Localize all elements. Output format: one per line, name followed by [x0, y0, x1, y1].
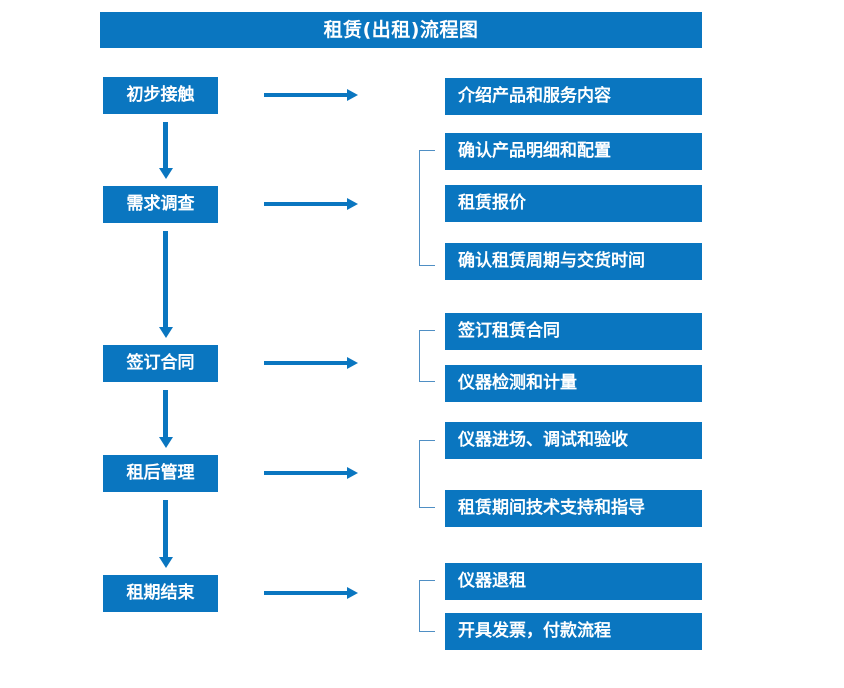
arrow-shaft [163, 390, 168, 437]
arrow-shaft [264, 202, 348, 206]
arrow-shaft [264, 471, 348, 475]
arrow-shaft [163, 500, 168, 557]
flow-arrow-right-2 [264, 197, 358, 211]
flow-arrow-down-1 [159, 122, 173, 179]
detail-node-4-label: 确认租赁周期与交货时间 [458, 251, 645, 271]
detail-node-8[interactable]: 租赁期间技术支持和指导 [445, 490, 702, 527]
detail-node-7-label: 仪器进场、调试和验收 [458, 430, 628, 450]
detail-node-3[interactable]: 租赁报价 [445, 185, 702, 222]
flow-arrow-right-5 [264, 586, 358, 600]
stage-node-5[interactable]: 租期结束 [103, 575, 218, 612]
arrow-shaft [264, 93, 348, 97]
arrow-shaft [163, 122, 168, 168]
detail-node-1[interactable]: 介绍产品和服务内容 [445, 78, 702, 115]
arrow-shaft [163, 231, 168, 327]
detail-node-6-label: 仪器检测和计量 [458, 373, 577, 393]
stage-node-2[interactable]: 需求调查 [103, 186, 218, 223]
group-bracket-3 [419, 330, 435, 382]
arrow-head-right-icon [347, 587, 358, 599]
stage-node-1[interactable]: 初步接触 [103, 77, 218, 114]
detail-node-5[interactable]: 签订租赁合同 [445, 313, 702, 350]
flow-arrow-down-3 [159, 390, 173, 448]
diagram-title: 租赁(出租)流程图 [323, 18, 479, 41]
arrow-shaft [264, 591, 348, 595]
stage-node-2-label: 需求调查 [126, 194, 195, 214]
group-bracket-4 [419, 440, 435, 508]
arrow-head-right-icon [347, 357, 358, 369]
detail-node-10[interactable]: 开具发票，付款流程 [445, 613, 702, 650]
detail-node-5-label: 签订租赁合同 [458, 321, 560, 341]
group-bracket-2 [419, 150, 435, 266]
flow-arrow-down-2 [159, 231, 173, 338]
stage-node-4[interactable]: 租后管理 [103, 455, 218, 492]
stage-node-4-label: 租后管理 [126, 463, 195, 483]
arrow-head-down-icon [159, 437, 173, 448]
stage-node-3-label: 签订合同 [126, 353, 195, 373]
diagram-title-bar: 租赁(出租)流程图 [100, 12, 702, 48]
detail-node-9[interactable]: 仪器退租 [445, 563, 702, 600]
detail-node-7[interactable]: 仪器进场、调试和验收 [445, 422, 702, 459]
detail-node-4[interactable]: 确认租赁周期与交货时间 [445, 243, 702, 280]
group-bracket-5 [419, 580, 435, 632]
detail-node-9-label: 仪器退租 [458, 571, 526, 591]
flow-arrow-right-1 [264, 88, 358, 102]
arrow-shaft [264, 361, 348, 365]
detail-node-6[interactable]: 仪器检测和计量 [445, 365, 702, 402]
detail-node-2[interactable]: 确认产品明细和配置 [445, 133, 702, 170]
stage-node-5-label: 租期结束 [126, 583, 195, 603]
arrow-head-right-icon [347, 467, 358, 479]
detail-node-1-label: 介绍产品和服务内容 [458, 86, 611, 106]
arrow-head-down-icon [159, 557, 173, 568]
detail-node-8-label: 租赁期间技术支持和指导 [458, 498, 645, 518]
arrow-head-down-icon [159, 327, 173, 338]
flow-arrow-right-4 [264, 466, 358, 480]
stage-node-3[interactable]: 签订合同 [103, 345, 218, 382]
arrow-head-down-icon [159, 168, 173, 179]
detail-node-10-label: 开具发票，付款流程 [458, 621, 611, 641]
arrow-head-right-icon [347, 198, 358, 210]
stage-node-1-label: 初步接触 [126, 85, 195, 105]
flow-arrow-right-3 [264, 356, 358, 370]
detail-node-2-label: 确认产品明细和配置 [458, 141, 611, 161]
flow-arrow-down-4 [159, 500, 173, 568]
detail-node-3-label: 租赁报价 [458, 193, 526, 213]
arrow-head-right-icon [347, 89, 358, 101]
